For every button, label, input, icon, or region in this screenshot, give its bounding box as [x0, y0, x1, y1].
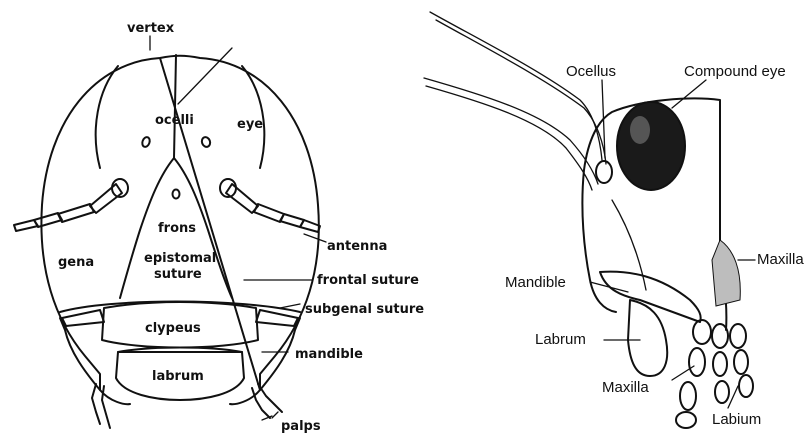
ocellus-right	[201, 136, 212, 148]
ocellus-left	[141, 136, 151, 148]
label-mandible: mandible	[295, 347, 363, 362]
label-eye: eye	[237, 117, 263, 132]
label-subgenal-suture: subgenal suture	[305, 302, 424, 317]
label-epistomal: epistomal	[144, 251, 216, 266]
mandible-outline-right	[230, 318, 300, 404]
ocellus-median	[173, 190, 180, 199]
label-compound-eye: Compound eye	[684, 63, 786, 80]
label-maxilla-upper: Maxilla	[757, 251, 804, 268]
subgenal-pad-left	[62, 310, 104, 326]
side-view: Ocellus Compound eye Maxilla Mandible La…	[424, 12, 804, 428]
leader-antenna	[304, 234, 326, 242]
side-mandible	[600, 272, 701, 322]
label-antenna: antenna	[327, 239, 387, 254]
median-suture	[174, 55, 176, 158]
front-view: vertex ocelli eye frons gena epistomal s…	[14, 21, 424, 434]
label-frontal-suture: frontal suture	[317, 273, 419, 288]
antenna-right	[226, 184, 320, 232]
label-labrum-side: Labrum	[535, 331, 586, 348]
leader-compound-eye	[672, 80, 706, 108]
label-ocellus: Ocellus	[566, 63, 616, 80]
leader-subgenal-suture	[280, 304, 300, 308]
label-suture: suture	[154, 267, 202, 282]
side-gena-line	[612, 200, 646, 290]
leader-palps-2	[272, 412, 278, 418]
label-labium: Labium	[712, 411, 761, 428]
subgenal-pad-right	[256, 310, 298, 326]
compound-eye-highlight	[630, 116, 650, 144]
label-frons: frons	[158, 221, 196, 236]
label-mandible-side: Mandible	[505, 274, 566, 291]
label-maxilla-lower: Maxilla	[602, 379, 649, 396]
compound-eye-shape	[617, 102, 685, 190]
side-maxilla-base	[712, 240, 740, 306]
leader-mandible-side	[590, 282, 628, 292]
label-gena: gena	[58, 255, 94, 270]
leader-maxilla-lower	[672, 366, 694, 380]
mandible-outline-left	[60, 318, 130, 404]
label-vertex: vertex	[127, 21, 175, 36]
ocellus-side	[596, 161, 612, 183]
side-labrum	[628, 300, 667, 376]
label-clypeus: clypeus	[145, 321, 201, 336]
label-labrum: labrum	[152, 369, 204, 384]
label-palps: palps	[281, 419, 321, 434]
label-ocelli: ocelli	[155, 113, 194, 128]
side-labium-palps	[730, 324, 753, 397]
antenna-left	[14, 184, 122, 231]
